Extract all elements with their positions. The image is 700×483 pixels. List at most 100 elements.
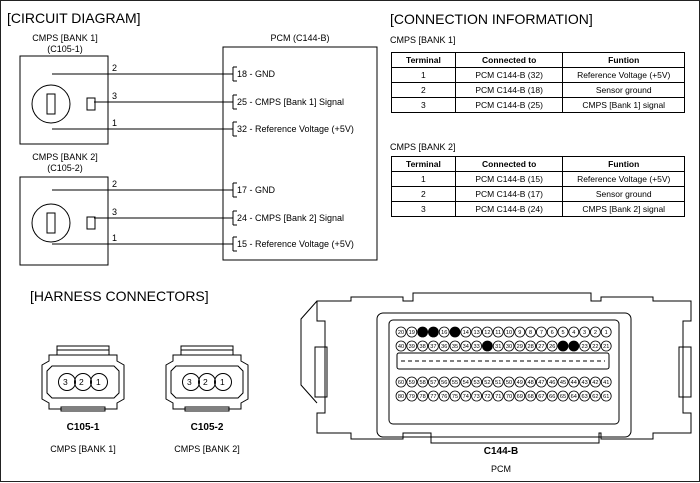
pcm-pin-filled <box>427 326 439 338</box>
pcm-pin-number: 26 <box>549 344 555 350</box>
pcm-pin <box>536 390 547 402</box>
pcm-pin-number: 65 <box>560 394 566 400</box>
pcm-pin-number: 43 <box>581 380 587 386</box>
pcm-pin-17-label: 17 - GND <box>237 185 276 195</box>
pcm-pin-number: 14 <box>463 330 469 336</box>
pcm-pin-number: 31 <box>495 344 501 350</box>
pcm-pin-filled <box>481 340 493 352</box>
pcm-pin-number: 64 <box>571 394 577 400</box>
pcm-pin <box>514 326 526 338</box>
table-row: 2 PCM C144-B (18) Sensor ground <box>391 82 685 98</box>
pcm-pin-number: 34 <box>463 344 469 350</box>
cell-terminal: 3 <box>391 97 456 113</box>
pcm-pin <box>460 326 472 338</box>
pcm-pin <box>492 326 504 338</box>
pcm-pin-number: 41 <box>603 380 609 386</box>
pcm-pin-number: 4 <box>572 330 575 336</box>
c105-2-name: C105-2 <box>190 422 224 433</box>
pcm-pin-number: 73 <box>473 394 479 400</box>
pcm-pin-number: 2 <box>594 330 597 336</box>
pcm-pin-number: 11 <box>495 330 501 336</box>
c105-1-desc: CMPS [BANK 1] <box>50 444 116 454</box>
c144-b-desc: PCM <box>491 464 511 474</box>
bank2-sensor-box <box>19 176 109 266</box>
pcm-pin <box>438 376 450 388</box>
pcm-pin <box>546 340 558 352</box>
connection-bank2-title: CMPS [BANK 2] <box>390 142 456 152</box>
pcm-pin <box>492 390 504 402</box>
pcm-pin-number: 76 <box>441 394 447 400</box>
pcm-pin-number: 47 <box>538 380 544 386</box>
pcm-pin-number: 74 <box>463 394 469 400</box>
pcm-pin-number: 19 <box>409 330 415 336</box>
pcm-pin-number: 79 <box>409 394 415 400</box>
pcm-pin <box>417 390 429 402</box>
pcm-pin <box>536 376 547 388</box>
pcm-pin-24-label: 24 - CMPS [Bank 2] Signal <box>237 213 345 223</box>
pcm-pin-number: 7 <box>540 330 543 336</box>
pcm-pin-number: 52 <box>484 380 490 386</box>
pcm-pin-number: 33 <box>473 344 479 350</box>
c105-1-name: C105-1 <box>66 422 100 433</box>
pcm-box <box>222 46 378 261</box>
c105-1-pin: 2 <box>79 377 84 387</box>
pcm-pin-15-label: 15 - Reference Voltage (+5V) <box>237 239 354 249</box>
pcm-pin <box>514 376 526 388</box>
pcm-pin-number: 62 <box>592 394 598 400</box>
pcm-pin <box>600 340 612 352</box>
pcm-pin <box>557 326 569 338</box>
bank1-pin-1: 1 <box>112 118 118 128</box>
pcm-pin-number: 30 <box>506 344 512 350</box>
pcm-pin <box>503 390 515 402</box>
pcm-pin-number: 42 <box>592 380 598 386</box>
pcm-pin <box>568 326 580 338</box>
pcm-pin-number: 35 <box>452 344 458 350</box>
pcm-pin-number: 67 <box>538 394 544 400</box>
pcm-pin <box>406 376 418 388</box>
harness-connectors-heading: [HARNESS CONNECTORS] <box>30 288 209 304</box>
pcm-pin <box>579 376 590 388</box>
pcm-pin <box>492 340 504 352</box>
pcm-pin-number: 59 <box>409 380 415 386</box>
c144-b-connector <box>300 292 692 444</box>
pcm-pin-number: 37 <box>430 344 436 350</box>
cell-terminal: 3 <box>391 201 456 217</box>
cell-connected-to: PCM C144-B (24) <box>454 201 564 217</box>
pcm-pin <box>395 376 407 388</box>
pcm-pin <box>427 390 439 402</box>
pcm-pin-number: 48 <box>527 380 533 386</box>
pcm-pin-number: 28 <box>527 344 533 350</box>
bank1-pin-3: 3 <box>112 91 118 101</box>
pcm-pin <box>579 390 590 402</box>
c105-1-pin: 3 <box>63 377 68 387</box>
connection-bank1-title: CMPS [BANK 1] <box>390 35 456 45</box>
pcm-pin <box>514 340 526 352</box>
pcm-pin <box>449 390 461 402</box>
pcm-pin-number: 29 <box>517 344 523 350</box>
bank1-pin-2: 2 <box>112 63 118 73</box>
pcm-pin <box>600 390 612 402</box>
pcm-pin <box>590 340 601 352</box>
pcm-pin-number: 9 <box>518 330 521 336</box>
pcm-pin-number: 8 <box>529 330 532 336</box>
pcm-pin-filled <box>557 340 569 352</box>
pcm-pin-number: 57 <box>430 380 436 386</box>
c105-2-desc: CMPS [BANK 2] <box>174 444 240 454</box>
pcm-pin <box>536 340 547 352</box>
pcm-pin <box>546 390 558 402</box>
pcm-pin <box>449 376 461 388</box>
pcm-pin-number: 78 <box>419 394 425 400</box>
c144-b-name: C144-B <box>483 446 519 457</box>
pcm-pin <box>600 376 612 388</box>
pcm-pin-number: 45 <box>560 380 566 386</box>
pcm-pin <box>590 376 601 388</box>
pcm-pin <box>557 390 569 402</box>
pcm-pin <box>568 376 580 388</box>
pcm-pin-number: 70 <box>506 394 512 400</box>
pcm-pin <box>503 326 515 338</box>
pcm-pin-number: 53 <box>473 380 479 386</box>
circuit-diagram-heading: [CIRCUIT DIAGRAM] <box>7 10 141 26</box>
pcm-pin-number: 68 <box>527 394 533 400</box>
pcm-pin-filled <box>417 326 429 338</box>
